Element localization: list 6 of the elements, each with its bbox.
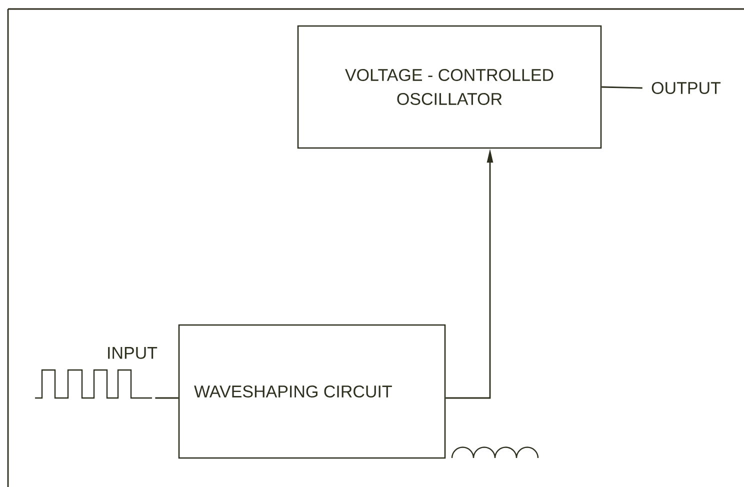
block-box: VOLTAGE - CONTROLLED OSCILLATOR bbox=[297, 25, 602, 149]
signal-label: INPUT bbox=[108, 347, 158, 359]
connector bbox=[602, 86, 642, 89]
signal-label: OUTPUT bbox=[652, 82, 721, 94]
block-box: WAVESHAPING CIRCUIT bbox=[178, 324, 446, 459]
connector bbox=[155, 397, 178, 399]
